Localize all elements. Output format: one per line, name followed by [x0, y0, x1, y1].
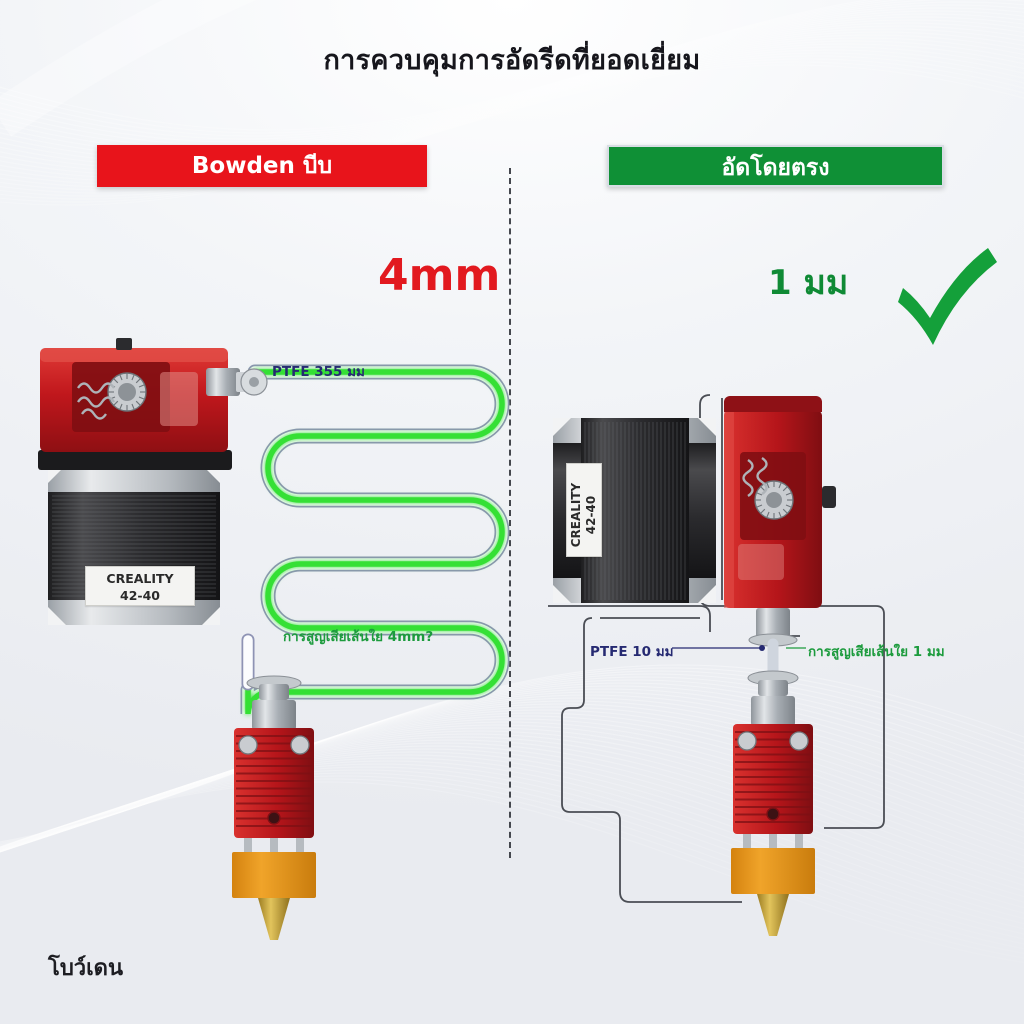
- motor-model-left: 42-40: [120, 588, 160, 603]
- heatbreak-left: [252, 700, 296, 730]
- motor-nameplate-left: CREALITY 42-40: [85, 566, 195, 606]
- ptfe-length-label-right: PTFE 10 มม: [590, 644, 674, 660]
- filament-loss-label-left: การสูญเสียเส้นใย 4mm?: [283, 629, 434, 645]
- page-title: การควบคุมการอัดรีดที่ยอดเยี่ยม: [323, 45, 701, 76]
- leader-line-ptfe-right: [672, 645, 765, 651]
- tension-knob-right: [822, 486, 836, 508]
- right-distance-value: 1 มม: [768, 263, 849, 303]
- ptfe-length-label-left: PTFE 355 มม: [272, 364, 365, 380]
- hotend-right: [731, 638, 815, 936]
- heater-block-left: [232, 852, 316, 898]
- ptfe-tube-serpentine-left: [240, 364, 510, 715]
- motor-model-right: 42-40: [584, 495, 598, 535]
- motor-brand-left: CREALITY: [106, 571, 174, 586]
- footer-caption: โบว์เดน: [48, 956, 123, 981]
- filament-loss-label-right: การสูญเสียเส้นใย 1 มม: [808, 644, 945, 660]
- nozzle-right: [757, 894, 789, 936]
- banner-direct-drive: อัดโดยตรง: [607, 145, 944, 187]
- heatbreak-right: [751, 696, 795, 726]
- motor-nameplate-right: CREALITY 42-40: [566, 463, 602, 557]
- banner-bowden: Bowden บีบ: [97, 145, 427, 187]
- hotend-left: [232, 633, 316, 940]
- nozzle-left: [258, 898, 290, 940]
- panel-divider: [509, 168, 511, 858]
- motor-brand-right: CREALITY: [569, 482, 583, 548]
- heater-block-right: [731, 848, 815, 894]
- idler-spring-right: [742, 457, 768, 497]
- left-distance-value: 4mm: [378, 250, 501, 301]
